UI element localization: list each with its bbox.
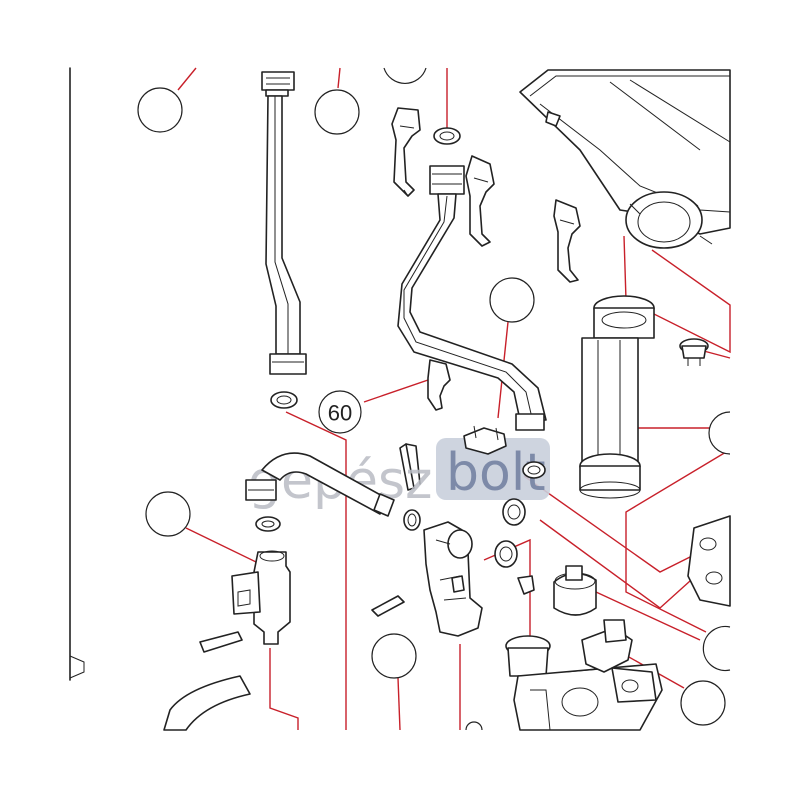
left-long-pipe <box>261 71 307 375</box>
small-clip <box>517 575 535 595</box>
spring-clips <box>391 107 581 411</box>
left-frame <box>69 67 85 681</box>
watermark: gépész bolt <box>248 438 550 511</box>
callout-bubble-right-upper <box>708 411 731 455</box>
thermostat-switch <box>679 338 709 366</box>
watermark-box <box>436 438 550 500</box>
lower-left-bent-pipe <box>245 452 395 517</box>
callout-bubble-left-middle <box>145 491 191 537</box>
central-valve-body <box>423 521 483 637</box>
center-s-pipe <box>397 165 547 431</box>
center-clip <box>463 425 507 455</box>
washer-left <box>270 391 298 409</box>
callout-bubble-top-center-left <box>314 89 360 135</box>
small-bracket <box>199 595 405 653</box>
callout-60-label: 60 <box>328 401 352 426</box>
callout-bubbles: 60 <box>137 67 731 731</box>
flow-sensor <box>231 550 291 645</box>
callout-bubble-top-left <box>137 87 183 133</box>
callout-bubble-bottom-partial <box>465 721 483 731</box>
vertical-cylinder <box>579 295 655 499</box>
callout-bubble-right-lower <box>702 625 731 672</box>
hex-key-clip <box>399 443 421 491</box>
washer-top-center <box>433 127 461 145</box>
callout-60: 60 <box>318 390 362 434</box>
washers-small <box>255 461 546 568</box>
callout-bubble-bottom-right <box>680 680 726 726</box>
pump-base <box>505 619 663 731</box>
right-side-valve <box>687 515 731 607</box>
pressure-sensor <box>553 565 597 616</box>
callout-bubble-top-center <box>383 67 427 84</box>
callout-bubble-bottom-center <box>371 633 417 679</box>
bottom-hose <box>163 675 251 731</box>
callout-bubble-center <box>489 277 535 323</box>
heat-exchanger-housing <box>519 69 731 249</box>
